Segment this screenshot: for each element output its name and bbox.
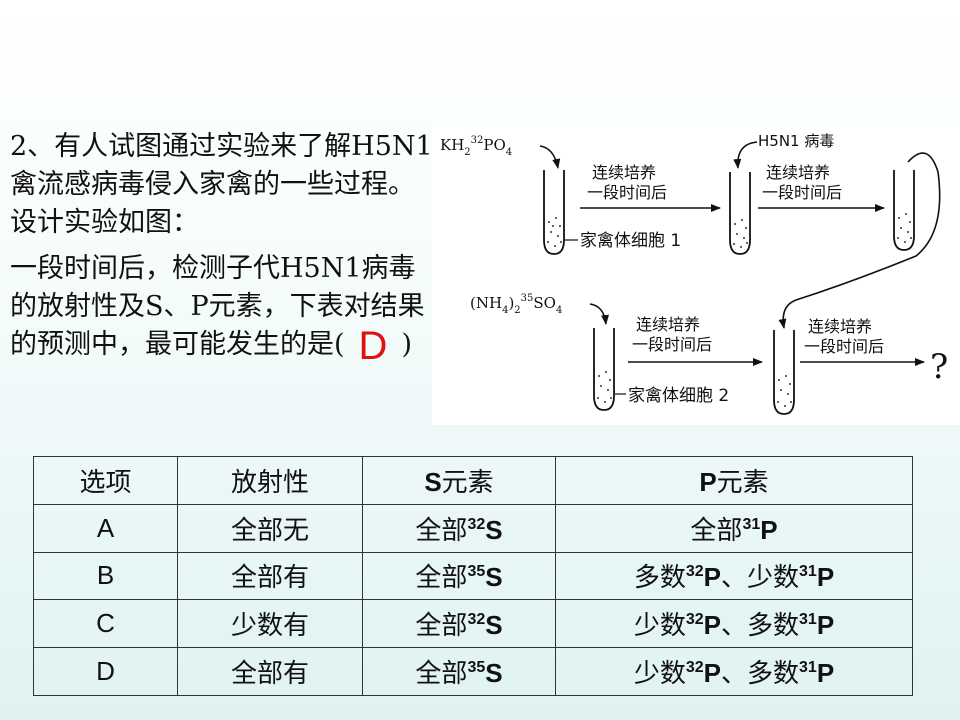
table-row: C 少数有 全部32S 少数32P、多数31P: [33, 599, 913, 649]
question-prompt: 一段时间后，检测子代H5N1病毒的放射性及S、P元素，下表对结果的预测中，最可能…: [10, 250, 435, 368]
question-text: 2、有人试图通过实验来了解H5N1禽流感病毒侵入家禽的一些过程。设计实验如图： …: [10, 128, 435, 368]
test-tube-5: [773, 330, 795, 415]
reagent2-label: (NH4)235SO4: [470, 293, 562, 316]
header-p-element: P元素: [555, 456, 913, 505]
row-radioactivity: 全部无: [177, 503, 363, 553]
culture-c-line1: 连续培养: [636, 315, 700, 334]
virus-label: H5N1 病毒: [758, 132, 834, 150]
header-option: 选项: [33, 456, 178, 505]
row-radioactivity: 少数有: [177, 599, 363, 649]
row-option: A: [33, 503, 178, 553]
table-row: D 全部有 全部35S 少数32P、多数31P: [33, 647, 913, 696]
culture-b-line2: 一段时间后: [762, 183, 842, 202]
header-p-suffix: 元素: [716, 467, 769, 498]
reagent1-label: KH232PO4: [440, 135, 512, 158]
question-intro: 2、有人试图通过实验来了解H5N1禽流感病毒侵入家禽的一些过程。设计实验如图：: [10, 131, 433, 238]
cell-dots-1: [547, 217, 562, 247]
culture-a-line1: 连续培养: [592, 163, 656, 182]
result-question-mark: ?: [930, 347, 948, 387]
header-s-suffix: 元素: [441, 467, 494, 498]
experiment-diagram: KH232PO4 家禽体细胞 1 连续培养 一段时间后 H5N1 病毒: [432, 122, 960, 425]
row-option: B: [33, 551, 178, 601]
header-p-letter: P: [699, 466, 717, 497]
row-s-element: 全部32S: [362, 599, 556, 649]
test-tube-4: [593, 328, 615, 411]
row-p-element: 少数32P、多数31P: [555, 647, 913, 696]
row-radioactivity: 全部有: [177, 647, 363, 696]
header-radioactivity: 放射性: [177, 456, 363, 505]
cells2-label: 家禽体细胞 2: [628, 386, 729, 406]
row-option: D: [33, 647, 178, 696]
row-p-element: 少数32P、多数31P: [555, 599, 913, 649]
test-tube-3: [893, 170, 915, 251]
table-row: A 全部无 全部32S 全部31P: [33, 503, 913, 553]
culture-b-line1: 连续培养: [766, 163, 830, 182]
row-s-element: 全部35S: [362, 551, 556, 601]
cell-dots-5: [777, 375, 792, 407]
cells1-label: 家禽体细胞 1: [580, 231, 681, 251]
culture-d-line2: 一段时间后: [804, 337, 884, 356]
test-tube-1: [543, 170, 565, 255]
cell-dots-4: [597, 371, 612, 403]
culture-a-line2: 一段时间后: [587, 183, 667, 202]
table-row: B 全部有 全部35S 多数32P、少数31P: [33, 551, 913, 601]
cell-dots-2: [733, 219, 748, 248]
row-p-element: 多数32P、少数31P: [555, 551, 913, 601]
row-radioactivity: 全部有: [177, 551, 363, 601]
row-p-element: 全部31P: [555, 503, 913, 553]
cell-dots-3: [897, 213, 912, 243]
header-s-element: S元素: [362, 456, 556, 505]
row-option: C: [33, 599, 178, 649]
prediction-table: 选项 放射性 S元素 P元素 A 全部无 全部32S 全部31P B 全部有 全…: [33, 456, 913, 696]
row-s-element: 全部35S: [362, 647, 556, 696]
question-close-paren: ): [401, 329, 412, 360]
culture-d-line1: 连续培养: [808, 317, 872, 336]
header-s-letter: S: [424, 466, 442, 497]
row-s-element: 全部32S: [362, 503, 556, 553]
test-tube-2: [729, 172, 751, 255]
question-prompt-text: 一段时间后，检测子代H5N1病毒的放射性及S、P元素，下表对结果的预测中，最可能…: [10, 253, 425, 360]
answer-letter: D: [358, 324, 388, 368]
culture-c-line2: 一段时间后: [632, 335, 712, 354]
table-header-row: 选项 放射性 S元素 P元素: [33, 456, 913, 505]
